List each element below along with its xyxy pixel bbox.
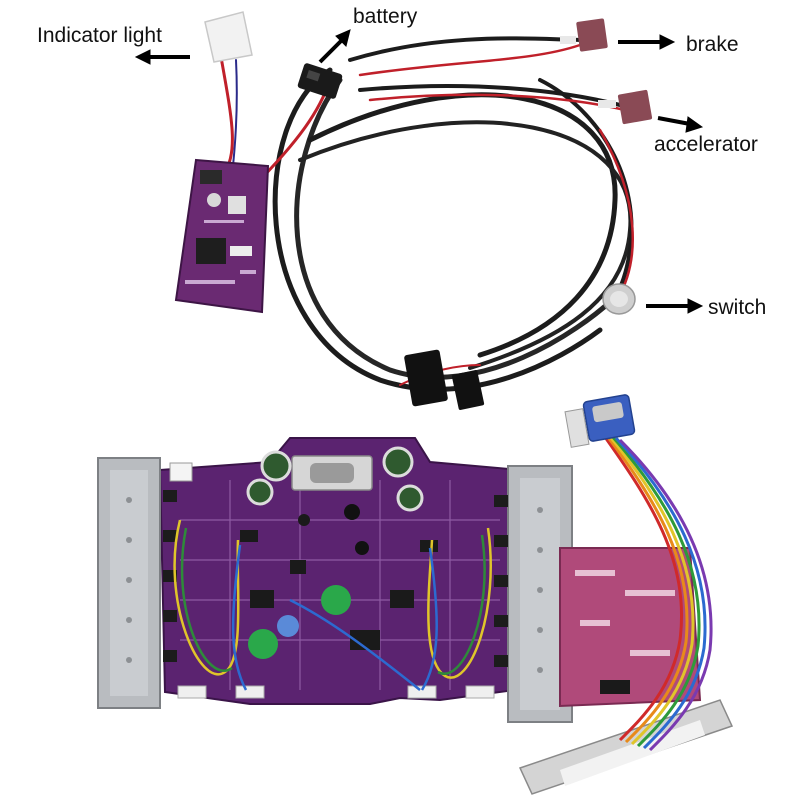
brake-sensor [560, 18, 608, 52]
power-switch [602, 283, 636, 315]
indicator-light-board [204, 11, 253, 63]
arrow-brake [618, 34, 676, 50]
arrow-indicator-light [134, 49, 190, 65]
label-indicator-light: Indicator light [37, 24, 162, 47]
sensor-board [174, 158, 270, 314]
battery-connector [297, 63, 343, 99]
arrow-battery [318, 29, 351, 64]
accelerator-sensor [598, 89, 653, 125]
capacitors [246, 446, 424, 555]
arrow-switch [646, 298, 704, 314]
label-switch: switch [708, 296, 767, 319]
db9-plug [564, 394, 636, 448]
arrow-accelerator [657, 116, 704, 133]
label-battery: battery [353, 5, 418, 28]
secondary-board [559, 547, 702, 708]
ribbon-cable [598, 429, 713, 752]
label-accelerator: accelerator [654, 133, 758, 156]
label-brake: brake [686, 33, 739, 56]
harness-connectors [404, 349, 485, 410]
arrows [134, 29, 704, 314]
